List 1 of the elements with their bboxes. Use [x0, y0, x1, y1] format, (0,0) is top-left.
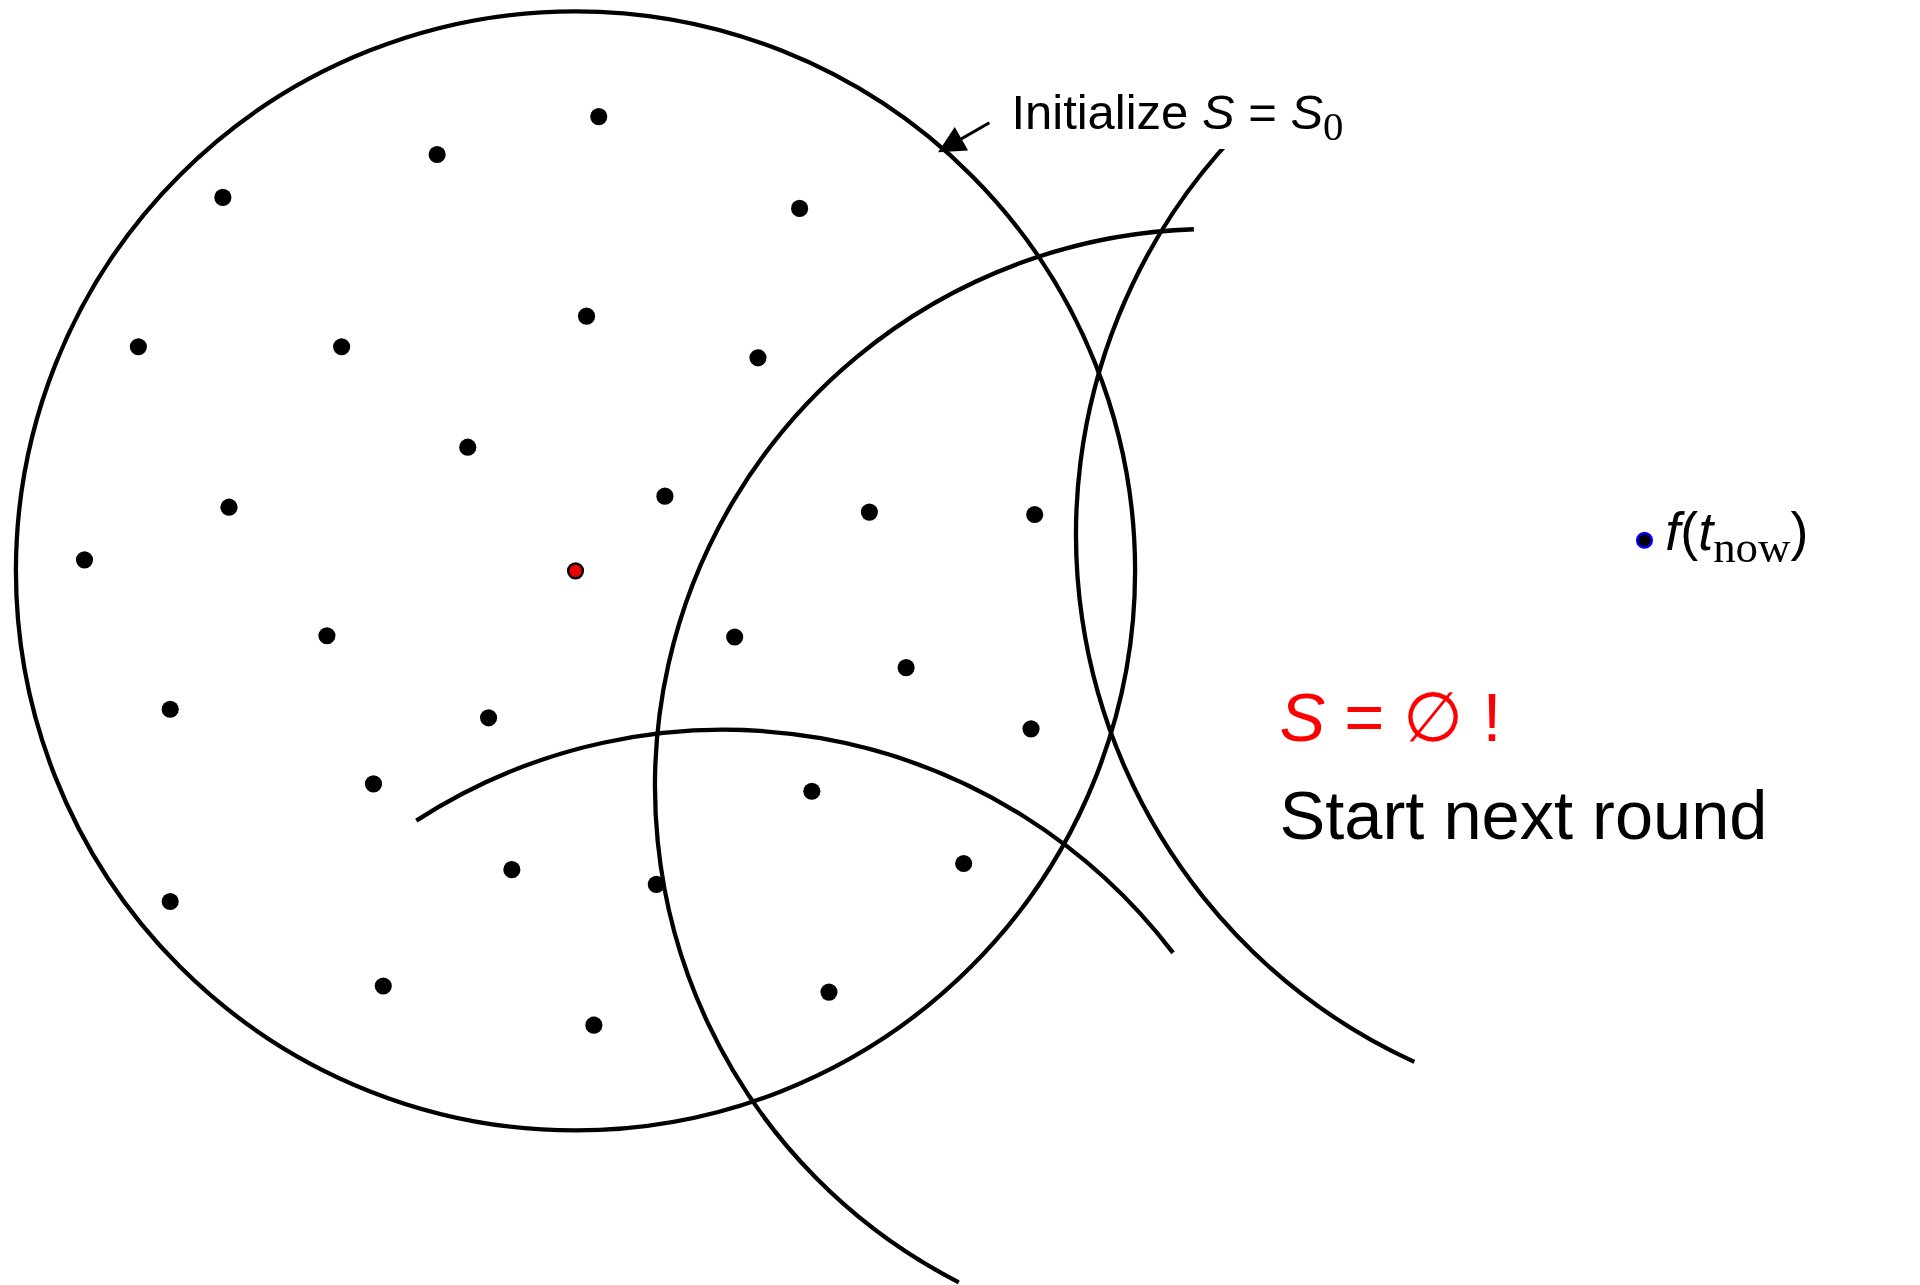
leader-arrow: [938, 121, 991, 153]
